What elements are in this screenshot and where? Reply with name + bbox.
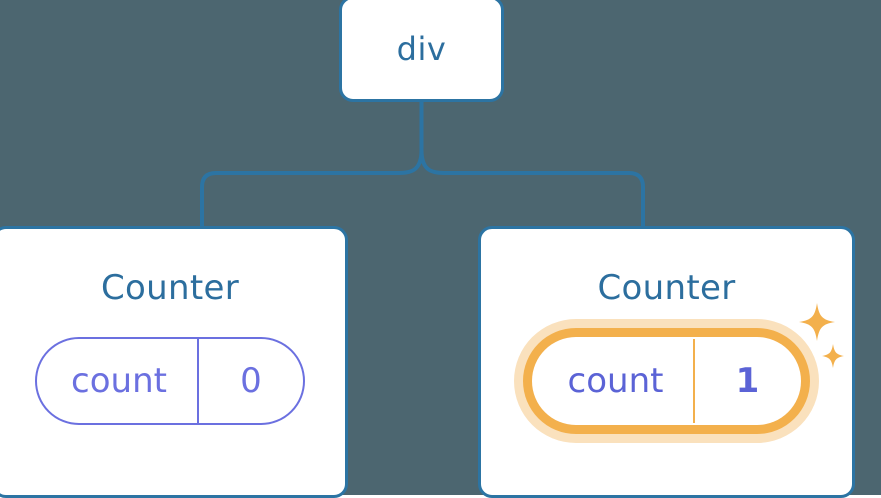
state-pill-divider xyxy=(693,339,696,423)
component-title: Counter xyxy=(597,268,736,308)
state-pill-divider xyxy=(196,339,199,423)
state-value-label: 1 xyxy=(735,361,760,401)
component-title: Counter xyxy=(101,268,239,308)
state-key-label: count xyxy=(567,361,664,401)
tree-node-div[interactable]: div xyxy=(339,0,504,102)
connector-right-branch xyxy=(419,148,645,228)
state-pill-wrapper: count 0 xyxy=(35,337,305,425)
state-key-label: count xyxy=(71,361,167,401)
root-node-label: div xyxy=(396,30,447,68)
tree-node-counter-right[interactable]: Counter count 1 xyxy=(478,226,855,498)
connector-left-branch xyxy=(200,148,424,228)
state-pill[interactable]: count 0 xyxy=(35,337,305,425)
sparkles-icon xyxy=(799,303,845,368)
state-pill-wrapper-highlighted: count 1 xyxy=(531,303,845,425)
tree-node-counter-left[interactable]: Counter count 0 xyxy=(0,226,348,498)
state-value-label: 0 xyxy=(240,361,262,401)
sparkle-large-icon xyxy=(799,303,836,341)
sparkle-small-icon xyxy=(822,344,845,368)
state-pill[interactable]: count 1 xyxy=(531,337,802,425)
